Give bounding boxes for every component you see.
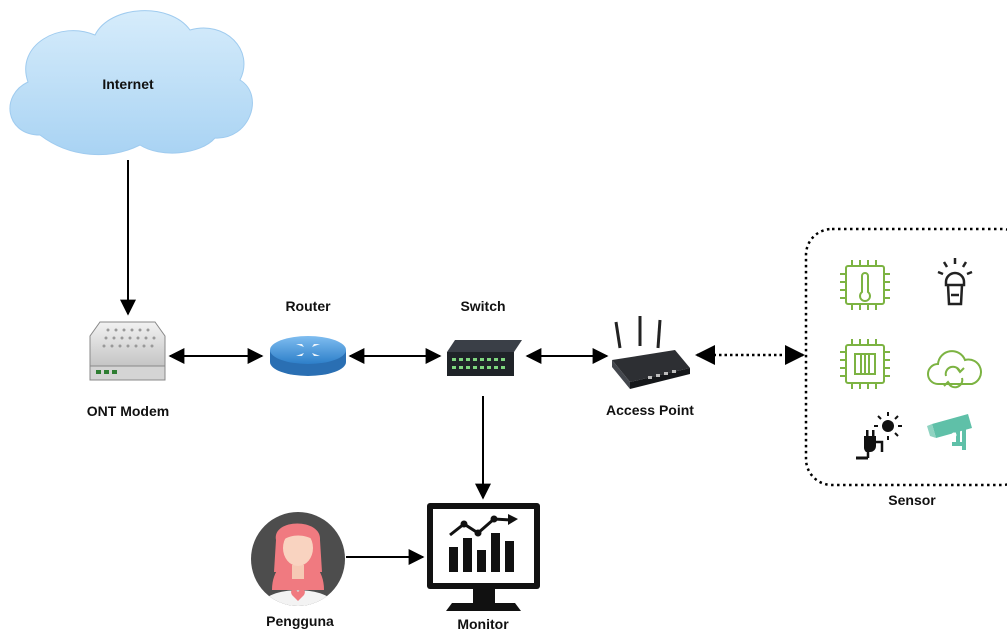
cctv-icon xyxy=(927,414,972,450)
ont-modem-label: ONT Modem xyxy=(87,403,169,419)
sensor-group-box xyxy=(804,227,1007,487)
switch-label: Switch xyxy=(460,298,505,314)
power-plug-icon xyxy=(856,412,902,460)
pengguna-label: Pengguna xyxy=(266,613,334,629)
cloud-sync-icon xyxy=(927,350,982,389)
router-label: Router xyxy=(285,298,331,314)
access-point-icon xyxy=(612,316,690,389)
monitor-label: Monitor xyxy=(457,616,509,631)
user-avatar-icon xyxy=(251,512,345,606)
access-point-label: Access Point xyxy=(606,402,694,418)
chip-icon xyxy=(840,339,890,389)
sensor-label: Sensor xyxy=(888,492,936,508)
monitor-chart-icon xyxy=(427,503,540,611)
internet-label: Internet xyxy=(102,76,154,92)
router-icon xyxy=(270,336,346,376)
lamp-icon xyxy=(937,258,973,306)
temperature-chip-icon xyxy=(840,260,890,310)
modem-icon xyxy=(89,321,166,381)
cloud-icon xyxy=(9,10,253,156)
switch-icon xyxy=(447,340,522,376)
